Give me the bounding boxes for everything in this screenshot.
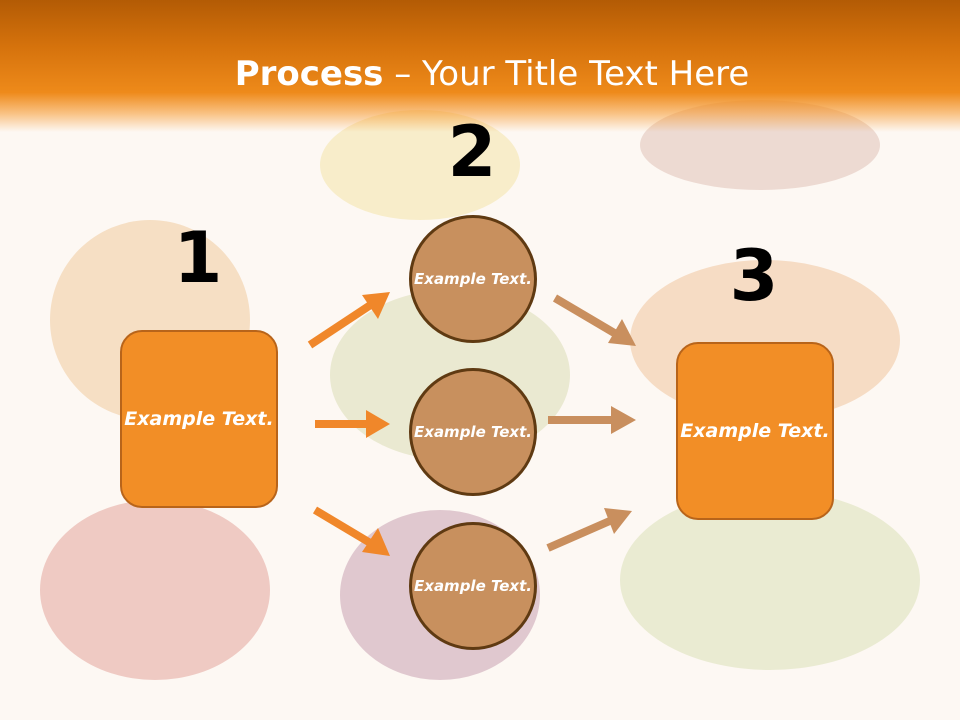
- step-number-2: 2: [447, 111, 497, 193]
- circle-b: Example Text.: [409, 368, 537, 496]
- arrow-b-to-3-head: [611, 406, 636, 434]
- circle-c-label: Example Text.: [414, 576, 532, 595]
- step-3-box: Example Text.: [676, 342, 834, 520]
- title-bold: Process: [234, 54, 384, 94]
- step-number-3: 3: [729, 235, 779, 317]
- arrow-1-to-b-head: [366, 410, 390, 438]
- step-3-label: Example Text.: [680, 419, 830, 442]
- title-rest: – Your Title Text Here: [383, 54, 750, 94]
- step-1-label: Example Text.: [124, 407, 274, 430]
- arrow-1-to-c: [312, 506, 375, 548]
- arrow-c-to-3: [546, 516, 614, 552]
- arrow-1-to-a: [307, 300, 375, 349]
- step-number-1: 1: [173, 217, 223, 299]
- circle-c: Example Text.: [409, 522, 537, 650]
- title-bar: [0, 0, 960, 132]
- arrow-c-to-3-head: [604, 508, 632, 534]
- circle-b-label: Example Text.: [414, 422, 532, 441]
- step-1-box: Example Text.: [120, 330, 278, 508]
- arrow-a-to-3-head: [608, 319, 636, 346]
- circle-a-label: Example Text.: [414, 269, 532, 288]
- slide-title: Process – Your Title Text Here: [0, 52, 960, 96]
- arrow-1-to-c-head: [362, 528, 390, 556]
- arrow-a-to-3: [552, 294, 619, 338]
- circle-a: Example Text.: [409, 215, 537, 343]
- arrow-1-to-a-head: [362, 292, 390, 319]
